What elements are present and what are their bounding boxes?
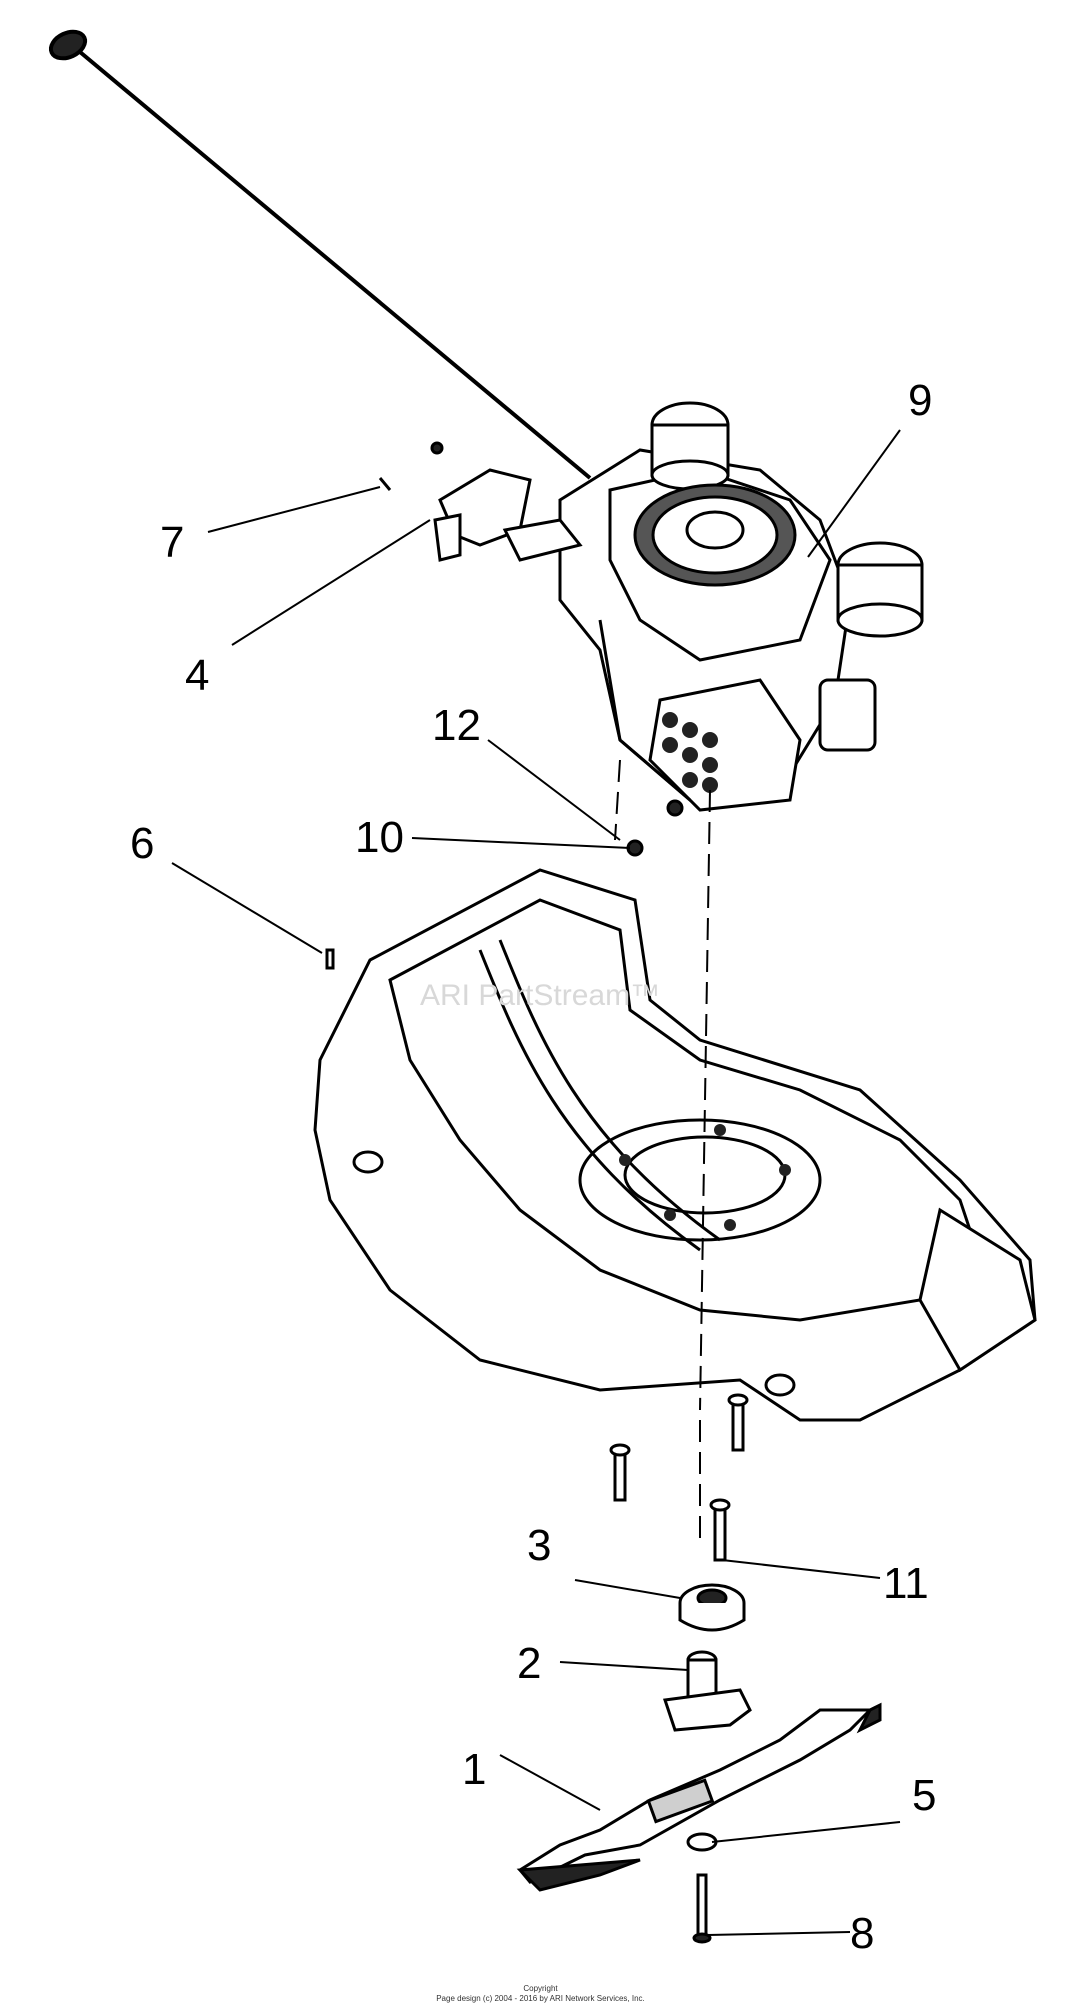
throttle-cable xyxy=(48,29,592,480)
leader-lines xyxy=(171,429,901,1936)
callout-9: 9 xyxy=(908,376,932,425)
callout-7: 7 xyxy=(160,518,184,567)
engine xyxy=(558,401,924,812)
mower-blade xyxy=(516,1702,882,1892)
callout-8: 8 xyxy=(850,1909,874,1958)
pin-6 xyxy=(325,948,335,970)
watermark: ARI PartStream™ xyxy=(420,979,660,1012)
cotter-pin xyxy=(378,477,392,491)
callout-1: 1 xyxy=(462,1745,486,1794)
callout-11: 11 xyxy=(883,1559,929,1608)
callout-4: 4 xyxy=(185,651,209,700)
mower-deck xyxy=(313,868,1037,1422)
blade-adapter-washer xyxy=(678,1583,746,1632)
footer-copyright: Copyright xyxy=(523,1984,558,1993)
callout-12: 12 xyxy=(432,701,481,750)
blade-bolt xyxy=(692,1873,712,1944)
callout-2: 2 xyxy=(517,1639,541,1688)
nut-10 xyxy=(626,799,684,857)
throttle-bracket xyxy=(430,441,583,562)
assembly-centerline xyxy=(614,759,711,1540)
callout-10: 10 xyxy=(355,813,404,862)
callout-5: 5 xyxy=(912,1771,936,1820)
callout-3: 3 xyxy=(527,1521,551,1570)
blade-adapter xyxy=(663,1650,752,1732)
blade-washer xyxy=(686,1832,718,1852)
footer-page-design: Page design (c) 2004 - 2016 by ARI Netwo… xyxy=(436,1994,645,2003)
deck-bolts xyxy=(609,1393,749,1562)
callout-6: 6 xyxy=(130,819,154,868)
